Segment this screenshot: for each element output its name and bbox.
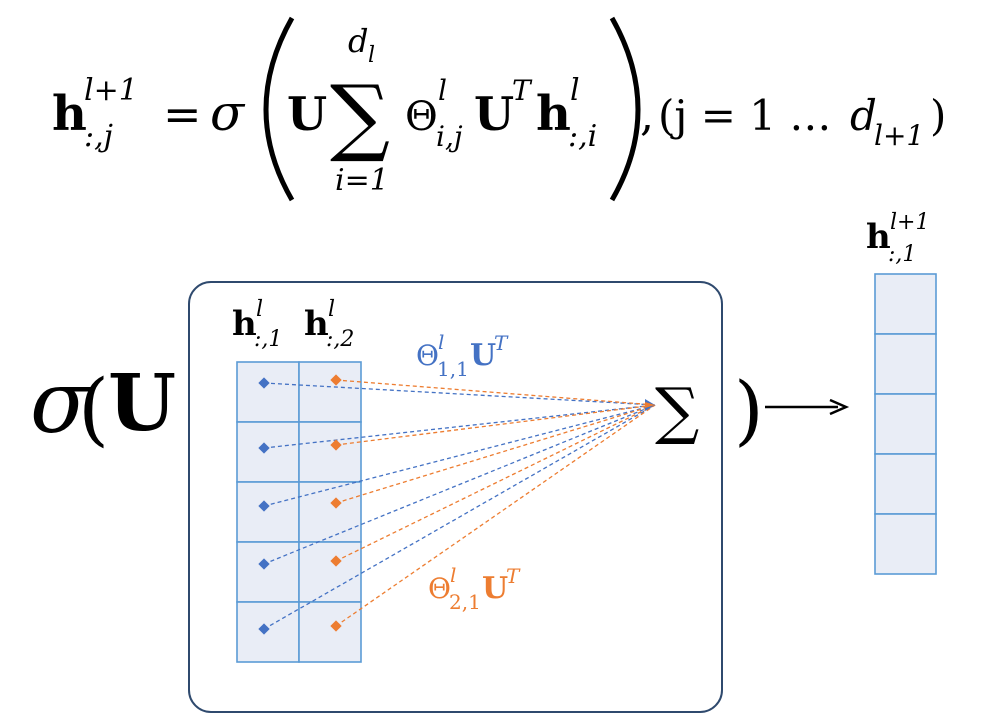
output-cell [874,453,937,515]
eq-UT-base: U [474,87,514,141]
blue-dot [258,558,270,570]
blue-weight-sup: l [438,330,444,354]
eq-lhs-sub: :,j [84,119,113,154]
orange-weight-line [335,404,656,446]
diagram-open-paren: ( [78,362,109,455]
orange-weight-line [335,379,656,406]
col2-label: h l :,2 [304,297,354,352]
col2-label-sup: l [328,297,335,322]
blue-weight-line [263,382,656,406]
orange-weight-T: T [506,564,521,588]
matrix-cell [236,541,300,603]
output-cell [874,333,937,395]
output-cell [874,513,937,575]
equation: h l+1 :,j = σ U d l ∑ i=1 Θ l i,j U T h … [52,16,946,202]
eq-range-d-sub: l+1 [874,119,924,152]
eq-h-sup: l [570,73,580,108]
matrix-cell [298,601,362,663]
col1-label-sub: :,1 [254,327,282,352]
eq-right-paren [609,16,641,202]
eq-sum-sign: ∑ [330,67,390,165]
orange-weight-U: U [482,571,508,606]
orange-dot [330,555,342,567]
eq-range-open: (j = 1 … [658,91,831,140]
diagram-sigma: σ [30,353,91,453]
output-vector [874,273,937,575]
eq-sum-upper-sub: l [368,43,375,68]
col1-label: h l :,1 [232,297,282,352]
blue-dot [258,442,270,454]
eq-sigma: σ [210,84,246,142]
blue-weight-theta: Θ [416,339,439,372]
eq-sum-lower: i=1 [335,163,389,198]
eq-comma: , [640,90,654,141]
container-box [188,281,723,713]
orange-arrowhead [645,402,655,408]
eq-range-d: d [850,91,877,140]
col2-label-base: h [304,304,329,344]
eq-UT-sup: T [512,74,533,107]
matrix-cell [236,601,300,663]
blue-weight-line [263,404,656,565]
orange-weight-line [335,404,656,627]
orange-dot [330,374,342,386]
orange-dot [330,439,342,451]
eq-lhs-h: h [52,86,87,142]
blue-dot [258,377,270,389]
blue-weight-sub: 1,1 [437,357,469,381]
blue-weight-line [263,404,656,507]
eq-left-paren [263,16,295,202]
blue-weight-line [263,404,656,630]
orange-weight-theta: Θ [428,572,451,605]
eq-theta-sup: l [438,74,447,107]
output-label-sub: :,1 [888,242,916,267]
eq-theta-sub: i,j [436,120,463,153]
blue-weight-line [263,404,656,449]
matrix-cell [298,421,362,483]
orange-weight-sup: l [450,563,456,587]
eq-h-sub: :,i [568,119,597,154]
blue-dot [258,623,270,635]
matrix-cell [298,361,362,423]
blue-weight-label: Θ l 1,1 U T [416,330,509,381]
weight-lines [263,379,656,630]
matrix-cell [236,421,300,483]
orange-weight-label: Θ l 2,1 U T [428,563,521,614]
eq-range-close: ) [930,91,946,140]
orange-weight-line [335,404,656,504]
diagram-close-paren: ) [734,365,764,454]
output-label-base: h [866,217,891,257]
blue-weight-T: T [494,331,509,355]
col1-label-sup: l [256,297,263,322]
output-label: h l+1 :,1 [866,210,929,267]
matrix-cell [236,481,300,543]
matrix-cell [298,481,362,543]
orange-dot [330,497,342,509]
output-cell [874,273,937,335]
eq-equals: = [163,87,202,141]
eq-theta: Θ [405,94,438,140]
output-arrow-head [829,398,850,416]
eq-lhs-sup: l+1 [84,73,138,108]
matrix-cell [236,361,300,423]
output-label-sup: l+1 [890,210,929,235]
orange-weight-sub: 2,1 [449,590,481,614]
blue-dot [258,500,270,512]
col2-label-sub: :,2 [326,327,354,352]
eq-U: U [287,87,327,141]
input-matrix [236,361,362,663]
col1-label-base: h [232,304,257,344]
blue-weight-U: U [470,338,496,373]
eq-sum-upper: d [348,22,368,60]
output-cell [874,393,937,455]
diagram-U: U [108,358,176,449]
orange-weight-line [335,404,656,562]
matrix-cell [298,541,362,603]
orange-dot [330,620,342,632]
eq-h: h [536,86,571,142]
matrix-dots [258,374,342,635]
diagram-sum-sign: ∑ [655,374,699,447]
